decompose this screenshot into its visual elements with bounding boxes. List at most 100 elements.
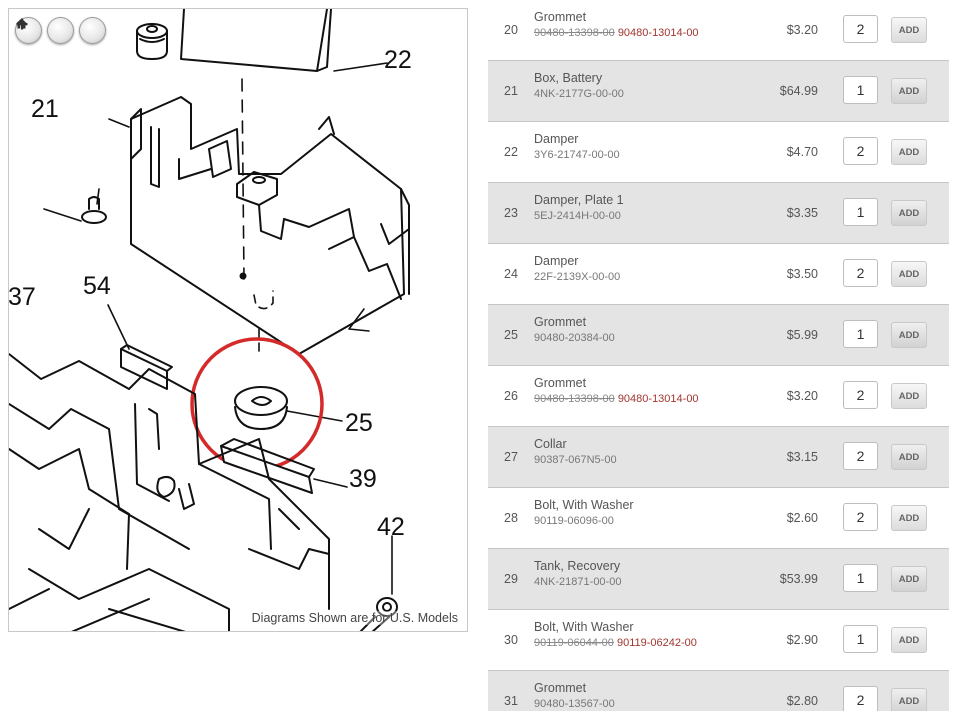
quantity-input[interactable] — [843, 320, 878, 348]
part-name: Collar — [534, 437, 567, 451]
part-price: $3.15 — [786, 450, 818, 464]
add-to-cart-button[interactable]: ADD — [891, 566, 927, 592]
part-price: $2.60 — [786, 511, 818, 525]
quantity-input[interactable] — [843, 381, 878, 409]
add-to-cart-button[interactable]: ADD — [891, 383, 927, 409]
add-to-cart-button[interactable]: ADD — [891, 627, 927, 653]
exploded-view-drawing: 22 21 37 54 25 39 42 — [9, 9, 412, 631]
callout-39: 39 — [349, 465, 377, 493]
part-ref-number: 29 — [504, 572, 518, 586]
callout-labels: 22 21 37 54 25 39 42 — [9, 46, 412, 541]
part-row: 29 Tank, Recovery 4NK-21871-00-00 $53.99 ADD — [488, 549, 949, 610]
part-row: 31 Grommet 90480-13567-00 $2.80 ADD — [488, 671, 949, 711]
part-price: $53.99 — [779, 572, 818, 586]
part-number: 90480-13398-00 90480-13014-00 — [534, 27, 699, 39]
damper-plate-part-54 — [120, 344, 173, 390]
callout-21: 21 — [31, 95, 59, 123]
add-to-cart-button[interactable]: ADD — [891, 17, 927, 43]
quantity-input[interactable] — [843, 15, 878, 43]
part-number: 90480-13398-00 90480-13014-00 — [534, 393, 699, 405]
add-to-cart-button[interactable]: ADD — [891, 261, 927, 287]
part-number: 4NK-21871-00-00 — [534, 576, 621, 588]
zoom-in-button[interactable] — [16, 17, 74, 44]
quantity-input[interactable] — [843, 442, 878, 470]
quantity-input[interactable] — [843, 259, 878, 287]
current-part-number: 5EJ-2414H-00-00 — [534, 210, 621, 222]
part-price: $2.80 — [786, 694, 818, 708]
quantity-input[interactable] — [843, 76, 878, 104]
part-price: $3.35 — [786, 206, 818, 220]
callout-37: 37 — [9, 283, 36, 311]
quantity-input[interactable] — [843, 686, 878, 711]
part-row: 20 Grommet 90480-13398-00 90480-13014-00 $3… — [488, 0, 949, 61]
part-name: Grommet — [534, 376, 587, 390]
quantity-input[interactable] — [843, 625, 878, 653]
part-ref-number: 30 — [504, 633, 518, 647]
part-number: 90480-20384-00 — [534, 332, 615, 344]
callout-22: 22 — [384, 46, 412, 74]
part-name: Grommet — [534, 315, 587, 329]
part-number: 3Y6-21747-00-00 — [534, 149, 620, 161]
add-to-cart-button[interactable]: ADD — [891, 322, 927, 348]
parts-diagram[interactable]: 22 21 37 54 25 39 42 Diagrams Shown are … — [8, 8, 468, 632]
current-part-number: 22F-2139X-00-00 — [534, 271, 621, 283]
bolt-part-42 — [359, 535, 398, 631]
part-ref-number: 27 — [504, 450, 518, 464]
part-name: Grommet — [534, 681, 587, 695]
part-ref-number: 31 — [504, 694, 518, 708]
part-price: $2.90 — [786, 633, 818, 647]
battery-box-part-21 — [43, 78, 410, 355]
part-ref-number: 20 — [504, 23, 518, 37]
part-ref-number: 28 — [504, 511, 518, 525]
add-to-cart-button[interactable]: ADD — [891, 444, 927, 470]
part-name: Grommet — [534, 10, 587, 24]
part-price: $3.20 — [786, 23, 818, 37]
add-to-cart-button[interactable]: ADD — [891, 688, 927, 711]
part-price: $4.70 — [786, 145, 818, 159]
current-part-number: 4NK-21871-00-00 — [534, 576, 622, 588]
add-to-cart-button[interactable]: ADD — [891, 200, 927, 226]
grommet-part-25 — [234, 386, 343, 430]
diagram-caption: Diagrams Shown are for U.S. Models — [251, 611, 458, 625]
part-row: 22 Damper 3Y6-21747-00-00 $4.70 ADD — [488, 122, 949, 183]
add-to-cart-button[interactable]: ADD — [891, 139, 927, 165]
part-price: $64.99 — [779, 84, 818, 98]
part-price: $5.99 — [786, 328, 818, 342]
add-to-cart-button[interactable]: ADD — [891, 78, 927, 104]
part-ref-number: 23 — [504, 206, 518, 220]
lower-frame — [9, 353, 330, 631]
damper-part-22 — [180, 9, 388, 72]
part-number: 90119-06044-00 90119-06242-00 — [534, 637, 697, 649]
superseded-part-number: 90480-13398-00 — [534, 393, 615, 405]
add-to-cart-button[interactable]: ADD — [891, 505, 927, 531]
part-name: Damper — [534, 132, 579, 146]
zoom-controls — [15, 17, 106, 44]
grommet-part-top — [136, 23, 168, 60]
part-number: 5EJ-2414H-00-00 — [534, 210, 621, 222]
part-ref-number: 22 — [504, 145, 518, 159]
current-part-number: 90480-13567-00 — [534, 698, 615, 710]
superseded-part-number: 90119-06044-00 — [534, 637, 614, 649]
replacement-part-number: 90480-13014-00 — [617, 27, 699, 39]
part-name: Bolt, With Washer — [534, 620, 634, 634]
part-ref-number: 26 — [504, 389, 518, 403]
part-number: 90387-067N5-00 — [534, 454, 617, 466]
part-name: Tank, Recovery — [534, 559, 621, 573]
zoom-out-button[interactable] — [16, 17, 106, 44]
part-name: Box, Battery — [534, 71, 603, 85]
quantity-input[interactable] — [843, 198, 878, 226]
quantity-input[interactable] — [843, 137, 878, 165]
quantity-input[interactable] — [843, 503, 878, 531]
part-number: 22F-2139X-00-00 — [534, 271, 620, 283]
quantity-input[interactable] — [843, 564, 878, 592]
callout-25: 25 — [345, 409, 373, 437]
part-ref-number: 21 — [504, 84, 518, 98]
part-number: 90480-13567-00 — [534, 698, 615, 710]
minus-icon — [16, 23, 28, 26]
part-name: Bolt, With Washer — [534, 498, 634, 512]
